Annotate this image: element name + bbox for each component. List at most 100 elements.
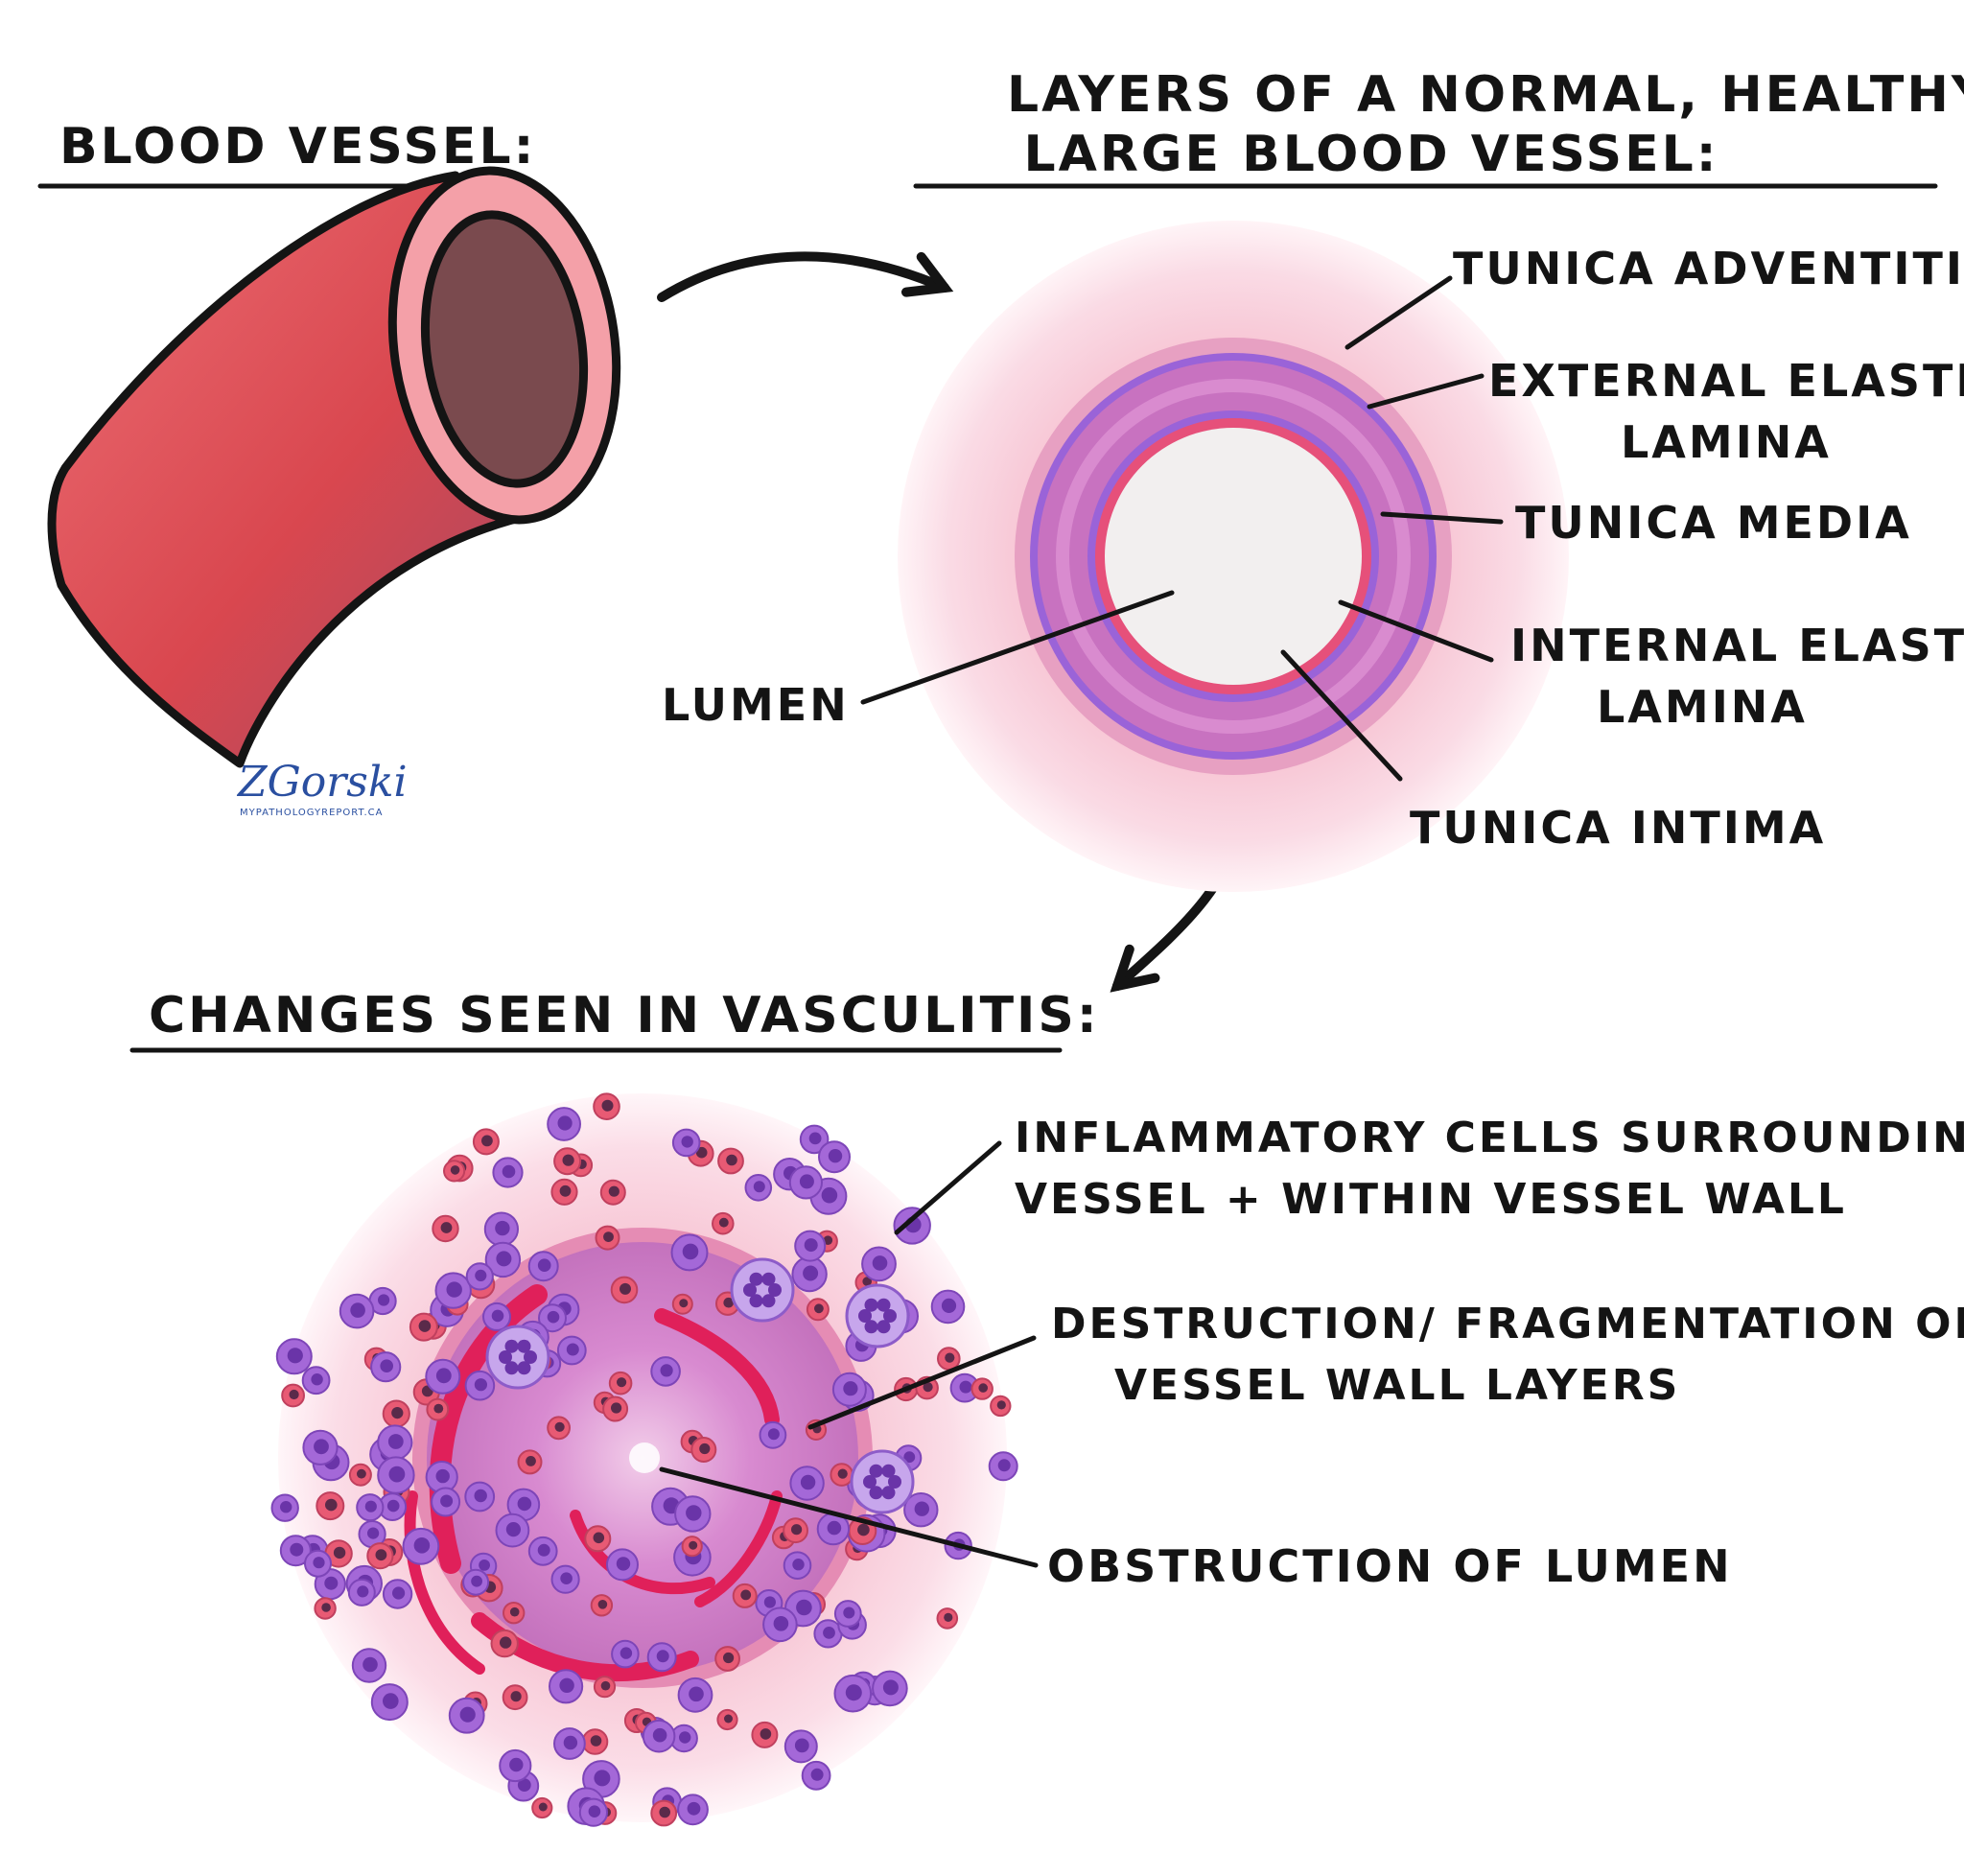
cell-nucleus — [559, 1677, 574, 1694]
cell-nucleus — [941, 1298, 957, 1313]
cell-nucleus — [475, 1269, 487, 1281]
cell-nucleus — [843, 1381, 858, 1396]
cell-nucleus — [601, 1099, 614, 1112]
giant-cell-nucleus — [499, 1350, 512, 1364]
cell-nucleus — [287, 1348, 303, 1364]
cell-nucleus — [773, 1616, 789, 1631]
artist-signature: ZGorski — [238, 758, 408, 807]
cell-nucleus — [313, 1557, 325, 1569]
cell-nucleus — [679, 1299, 689, 1308]
cell-nucleus — [652, 1727, 667, 1743]
media-band — [1056, 379, 1411, 734]
layers-heading-line1: LAYERS OF A NORMAL, HEALTHY — [1007, 66, 1964, 124]
vasculitis-cross-section — [270, 1092, 1018, 1827]
cell-nucleus — [357, 1585, 369, 1598]
cell-nucleus — [681, 1136, 693, 1148]
cell-nucleus — [388, 1466, 406, 1483]
cell-nucleus — [882, 1679, 899, 1696]
cell-nucleus — [479, 1559, 490, 1571]
tube-opening-lumen — [420, 210, 589, 488]
label-lumen: LUMEN — [662, 679, 850, 731]
cell-nucleus — [862, 1277, 872, 1286]
label-tunica-adventitia: TUNICA ADVENTITIA — [1453, 243, 1964, 294]
leader-destruction — [807, 1335, 1037, 1430]
cell-nucleus — [446, 1281, 462, 1298]
cell-nucleus — [435, 1368, 452, 1384]
label-external-lamina: LAMINA — [1621, 416, 1832, 468]
giant-cell-nucleus — [877, 1298, 891, 1312]
label-tunica-media: TUNICA MEDIA — [1515, 497, 1912, 549]
cell-nucleus — [537, 1258, 551, 1272]
giant-cell-nucleus — [864, 1298, 878, 1312]
cell-nucleus — [689, 1686, 704, 1702]
cell-nucleus — [803, 1265, 819, 1281]
cell-nucleus — [459, 1706, 476, 1723]
giant-cell-nucleus — [768, 1283, 782, 1297]
cell-nucleus — [435, 1468, 450, 1484]
cell-nucleus — [804, 1238, 818, 1253]
cell-nucleus — [724, 1714, 733, 1724]
cell-nucleus — [800, 1474, 816, 1490]
leader-obstruction — [659, 1466, 1039, 1568]
leader-inflammatory — [894, 1140, 1002, 1235]
cell-nucleus — [686, 1505, 702, 1521]
cell-nucleus — [314, 1439, 329, 1455]
cell-nucleus — [944, 1612, 953, 1622]
cell-nucleus — [682, 1243, 699, 1260]
cell-nucleus — [792, 1559, 805, 1571]
cell-nucleus — [796, 1599, 812, 1616]
cell-nucleus — [502, 1164, 516, 1179]
cell-nucleus — [959, 1380, 972, 1394]
cell-nucleus — [538, 1802, 548, 1812]
cell-nucleus — [557, 1115, 573, 1131]
leader-media — [1380, 511, 1504, 525]
cell-nucleus — [471, 1575, 482, 1587]
cell-nucleus — [481, 1135, 493, 1147]
cell-nucleus — [321, 1603, 331, 1612]
cell-nucleus — [450, 1165, 460, 1175]
cell-nucleus — [383, 1693, 399, 1709]
giant-cell — [730, 1257, 795, 1323]
giant-cell-nucleus — [863, 1475, 877, 1489]
label-external-elastic: EXTERNAL ELASTIC — [1488, 355, 1964, 407]
cell-nucleus — [325, 1498, 338, 1512]
label-internal-lamina: LAMINA — [1597, 681, 1808, 733]
cell-nucleus — [333, 1546, 346, 1559]
cell-nucleus — [914, 1501, 929, 1516]
cell-nucleus — [387, 1434, 404, 1449]
cell-nucleus — [837, 1468, 848, 1479]
cell-nucleus — [554, 1421, 565, 1432]
giant-cell-nucleus — [761, 1294, 776, 1308]
cell-nucleus — [603, 1231, 614, 1242]
blood-vessel-tube — [47, 166, 621, 768]
layers-heading-line2: LARGE BLOOD VESSEL: — [1023, 126, 1719, 183]
cell-nucleus — [440, 1494, 454, 1508]
cell-nucleus — [903, 1451, 916, 1464]
cell-nucleus — [517, 1778, 531, 1792]
giant-cell — [845, 1283, 910, 1348]
cell-nucleus — [367, 1527, 380, 1539]
cell-nucleus — [324, 1576, 339, 1590]
giant-cell-nucleus — [743, 1283, 757, 1297]
giant-cell-nucleus — [517, 1361, 531, 1375]
cell-nucleus — [616, 1557, 631, 1571]
cell-nucleus — [600, 1680, 611, 1691]
lumen-area — [1105, 428, 1362, 685]
cell-nucleus — [517, 1496, 532, 1512]
cell-nucleus — [740, 1589, 752, 1601]
label-obstruction: OBSTRUCTION OF LUMEN — [1047, 1540, 1733, 1592]
leader-adventitia — [1344, 275, 1453, 350]
cell-nucleus — [857, 1523, 870, 1536]
giant-cell-nucleus — [504, 1339, 519, 1353]
cell-nucleus — [753, 1181, 765, 1193]
giant-cell-nucleus — [881, 1464, 896, 1478]
cell-nucleus — [823, 1235, 833, 1245]
cell-nucleus — [617, 1377, 627, 1388]
cell-nucleus — [660, 1364, 673, 1377]
giant-cell-nucleus — [761, 1272, 776, 1286]
giant-cell-nucleus — [524, 1350, 537, 1364]
cell-nucleus — [608, 1185, 620, 1197]
label-destruction-line2: VESSEL WALL LAYERS — [1114, 1361, 1681, 1410]
cell-nucleus — [689, 1540, 698, 1550]
cell-nucleus — [380, 1359, 394, 1372]
